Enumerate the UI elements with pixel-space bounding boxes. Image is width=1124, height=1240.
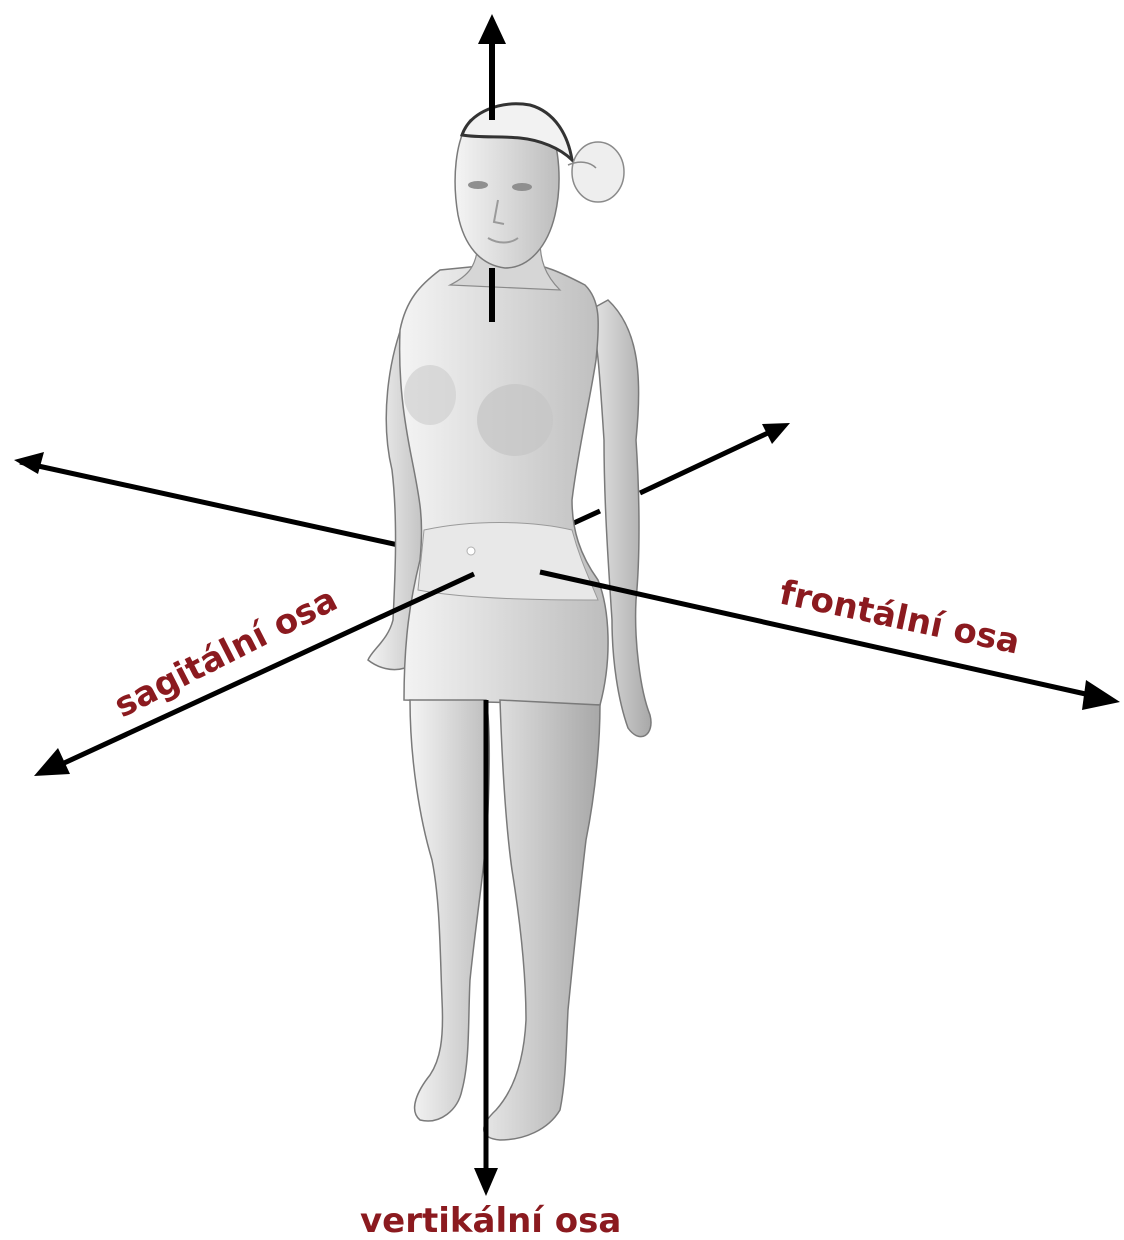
axes-origin-point [467,547,475,555]
vertical-axis-label: vertikální osa [360,1201,621,1240]
human-figure [368,104,651,1140]
frontal-axis-label: frontální osa [776,573,1023,663]
sagittal-axis-back-segment [565,423,790,527]
frontal-axis-back-segment [14,452,430,552]
